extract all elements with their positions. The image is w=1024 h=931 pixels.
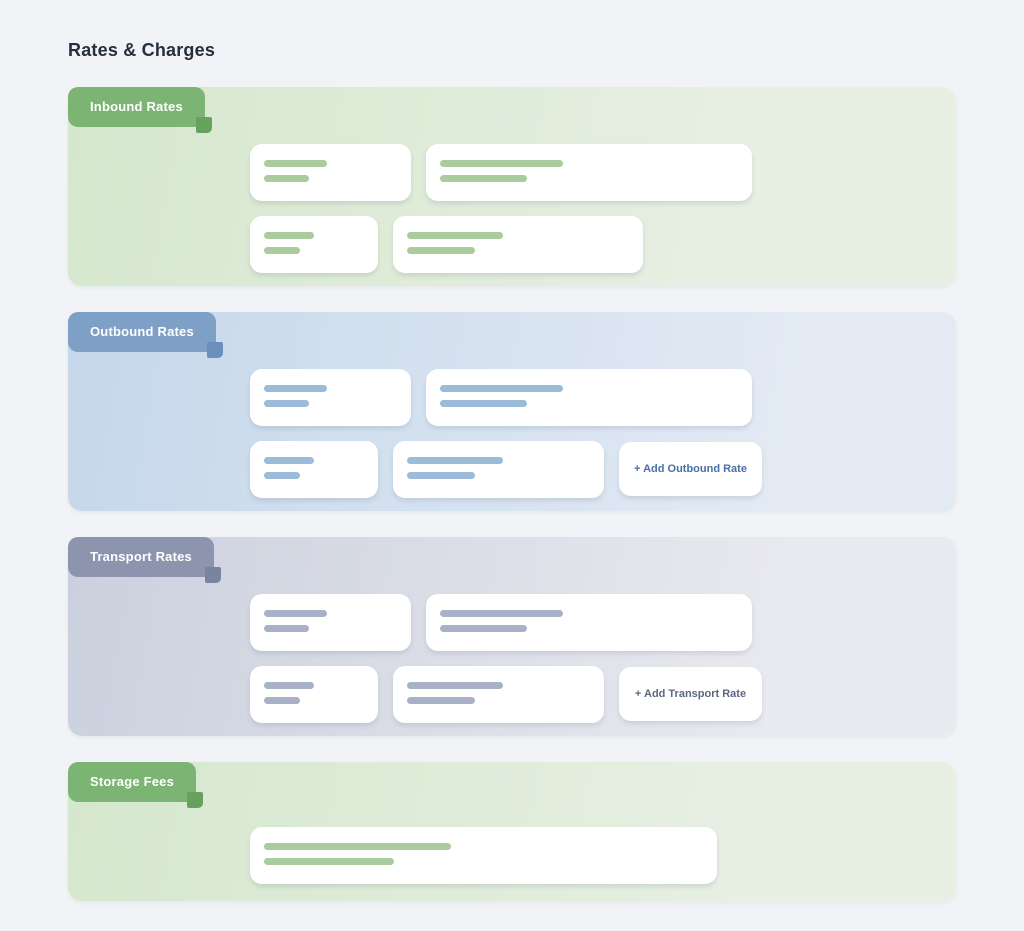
skeleton-bar — [407, 247, 475, 254]
skeleton-bar — [440, 160, 563, 167]
skeleton-bar — [407, 697, 475, 704]
storage-fees-tab: Storage Fees — [68, 762, 204, 808]
skeleton-bar — [440, 175, 527, 182]
outbound-rates-row — [250, 369, 956, 426]
skeleton-bar — [264, 472, 300, 479]
transport-rates-row: + Add Transport Rate — [250, 666, 956, 723]
transport-rates-row — [250, 594, 956, 651]
skeleton-bar — [440, 625, 527, 632]
skeleton-bar — [264, 610, 327, 617]
outbound-rates-section: Outbound Rates — [68, 312, 956, 511]
rate-card-skeleton — [393, 441, 604, 498]
rate-card-skeleton — [250, 594, 411, 651]
skeleton-bar — [264, 385, 327, 392]
rate-card-skeleton — [250, 827, 717, 884]
rate-card-skeleton — [393, 666, 604, 723]
skeleton-bar — [264, 625, 309, 632]
rate-card-skeleton — [426, 594, 752, 651]
rate-card-skeleton — [426, 369, 752, 426]
skeleton-bar — [264, 682, 314, 689]
inbound-rates-content — [68, 87, 956, 286]
skeleton-bar — [407, 682, 503, 689]
skeleton-bar — [264, 247, 300, 254]
skeleton-bar — [264, 457, 314, 464]
page-title: Rates & Charges — [68, 40, 216, 60]
rate-card-skeleton — [250, 216, 378, 273]
skeleton-bar — [407, 472, 475, 479]
skeleton-bar — [264, 858, 394, 865]
skeleton-bar — [407, 457, 503, 464]
outbound-rates-content: + Add Outbound Rate — [68, 312, 956, 511]
rate-card-skeleton — [250, 144, 411, 201]
rate-card-skeleton — [426, 144, 752, 201]
skeleton-bar — [264, 232, 314, 239]
rate-card-skeleton — [393, 216, 643, 273]
skeleton-bar — [407, 232, 503, 239]
storage-fees-section: Storage Fees — [68, 762, 956, 901]
rates-and-charges-page: Rates & Charges Inbound Rates — [68, 40, 956, 901]
skeleton-bar — [440, 385, 563, 392]
skeleton-bar — [440, 610, 563, 617]
transport-rates-content: + Add Transport Rate — [68, 537, 956, 736]
transport-rates-section: Transport Rates — [68, 537, 956, 736]
skeleton-bar — [264, 400, 309, 407]
skeleton-bar — [264, 843, 451, 850]
inbound-rates-tab: Inbound Rates — [68, 87, 212, 133]
outbound-rates-tab: Outbound Rates — [68, 312, 223, 358]
skeleton-bar — [264, 160, 327, 167]
skeleton-bar — [440, 400, 527, 407]
rate-card-skeleton — [250, 666, 378, 723]
inbound-rates-row — [250, 144, 956, 201]
rate-card-skeleton — [250, 369, 411, 426]
skeleton-bar — [264, 697, 300, 704]
storage-fees-content — [68, 762, 956, 901]
rate-card-skeleton — [250, 441, 378, 498]
inbound-rates-row — [250, 216, 956, 273]
skeleton-bar — [264, 175, 309, 182]
transport-rates-tab: Transport Rates — [68, 537, 221, 583]
add-outbound-rate-button[interactable]: + Add Outbound Rate — [619, 442, 762, 496]
inbound-rates-section: Inbound Rates — [68, 87, 956, 286]
outbound-rates-row: + Add Outbound Rate — [250, 441, 956, 498]
add-transport-rate-button[interactable]: + Add Transport Rate — [619, 667, 762, 721]
storage-fees-row — [250, 827, 956, 884]
